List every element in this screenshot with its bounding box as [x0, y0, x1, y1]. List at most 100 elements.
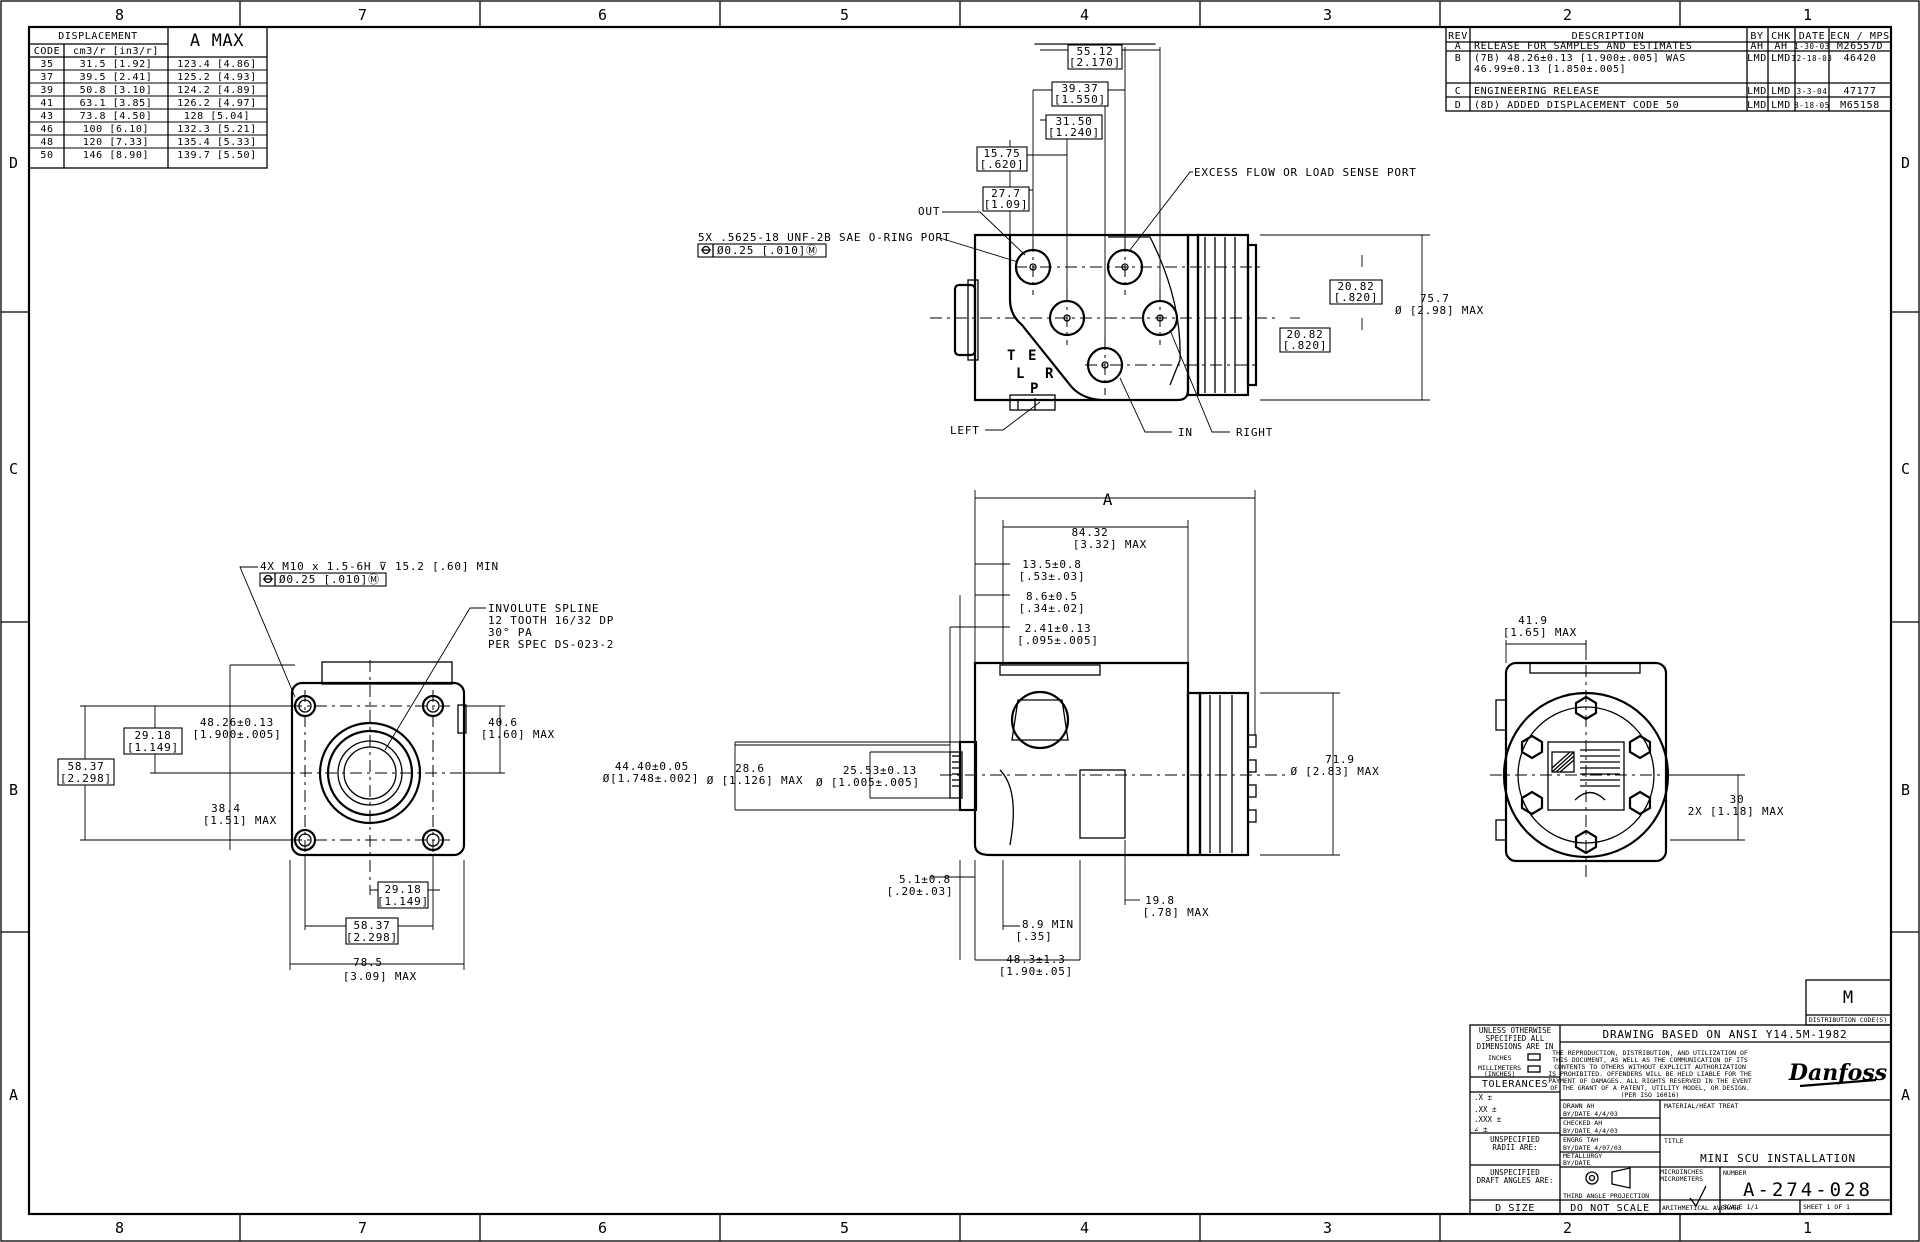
spline-line-1: INVOLUTE SPLINE [488, 602, 599, 615]
rev-chk: LMD [1771, 86, 1791, 97]
unless-3: DIMENSIONS ARE IN [1477, 1042, 1554, 1051]
rev-chk: LMD [1771, 100, 1791, 111]
col-label-6-bottom: 6 [598, 1219, 608, 1237]
dim-15-75-in: [.620] [980, 158, 1025, 171]
displacement-code: 48 [40, 137, 53, 148]
a-max-value: 124.2 [4.89] [177, 85, 256, 96]
dim-20-82-b-in: [.820] [1283, 339, 1328, 352]
dim-39-37-in: [1.550] [1054, 93, 1106, 106]
col-label-3-bottom: 3 [1323, 1219, 1333, 1237]
dim-8-9-in: [.35] [1015, 930, 1052, 943]
checked-date: BY/DATE 4/4/03 [1563, 1127, 1618, 1135]
engrg-date: BY/DATE 4/07/03 [1563, 1144, 1622, 1152]
displacement-code: 41 [40, 98, 53, 109]
row-label-a-right: A [1901, 1086, 1911, 1104]
cm3-header: cm3/r [in3/r] [73, 46, 159, 57]
port-fcf: Ø0.25 [.010]Ⓜ [717, 244, 818, 257]
dim-8-6: 8.6±0.5 [1026, 590, 1078, 603]
displacement-code: 43 [40, 111, 53, 122]
rev-description: RELEASE FOR SAMPLES AND ESTIMATES [1474, 41, 1692, 52]
col-label-5-bottom: 5 [840, 1219, 850, 1237]
right-label: RIGHT [1236, 426, 1273, 439]
rev-description: ENGINEERING RELEASE [1474, 86, 1600, 97]
dim-38-4-in: [1.51] MAX [203, 814, 277, 827]
legal-3: CONTENTS TO OTHERS WITHOUT EXPLICIT AUTH… [1554, 1063, 1746, 1071]
do-not-scale: DO NOT SCALE [1570, 1203, 1649, 1214]
sheet: SHEET 1 OF 1 [1803, 1203, 1850, 1211]
drawing-title: MINI SCU INSTALLATION [1700, 1152, 1856, 1165]
checked-by: CHECKED AH [1563, 1119, 1602, 1127]
legal-4: IS PROHIBITED. OFFENDERS WILL BE HELD LI… [1548, 1070, 1752, 1078]
dim-58-37-v-in: [2.298] [60, 772, 112, 785]
unspec-radii-1: UNSPECIFIED [1490, 1135, 1540, 1144]
dim-41-9: 41.9 [1518, 614, 1548, 627]
ecn-header: ECN / MPS [1830, 31, 1890, 42]
dim-2-41: 2.41±0.13 [1025, 622, 1092, 635]
rev-letter: D [1455, 100, 1462, 111]
spline-line-3: 30° PA [488, 626, 533, 639]
chk-header: CHK [1771, 31, 1791, 42]
millimeters-label: MILLIMETERS [1478, 1064, 1521, 1072]
left-view: 48.26±0.13 [1.900±.005] 29.18 [1.149] 58… [57, 560, 614, 983]
dim-20-82-b: 20.82 [1286, 328, 1323, 341]
legal-1: THE REPRODUCTION, DISTRIBUTION, AND UTIL… [1552, 1049, 1748, 1057]
dim-40-6-in: [1.60] MAX [481, 728, 555, 741]
displacement-table: DISPLACEMENT A MAX CODE cm3/r [in3/r] 35… [28, 26, 268, 169]
danfoss-logo: Danfoss [1788, 1060, 1887, 1086]
col-label-1-bottom: 1 [1803, 1219, 1813, 1237]
dim-84-32-in: [3.32] MAX [1073, 538, 1147, 551]
dim-28-6: 28.6 [735, 762, 765, 775]
displacement-value: 31.5 [1.92] [80, 59, 153, 70]
dim-55-12: 55.12 [1076, 45, 1113, 58]
dim-31-50: 31.50 [1055, 115, 1092, 128]
dim-40-6: 40.6 [488, 716, 518, 729]
displacement-value: 73.8 [4.50] [80, 111, 153, 122]
dim-29-18-v-in: [1.149] [127, 741, 179, 754]
code-header: CODE [34, 46, 60, 57]
col-label-4: 4 [1080, 6, 1090, 24]
excess-flow-label: EXCESS FLOW OR LOAD SENSE PORT [1194, 166, 1417, 179]
legal-6: OF THE GRANT OF A PATENT, UTILITY MODEL,… [1550, 1084, 1750, 1092]
rev-header: REV [1448, 31, 1468, 42]
row-label-c-right: C [1901, 460, 1911, 478]
distribution-label: DISTRIBUTION CODE(S) [1809, 1016, 1887, 1024]
displacement-title: DISPLACEMENT [58, 31, 137, 42]
tol-xxx: .XXX ± [1474, 1115, 1502, 1124]
title-label: TITLE [1664, 1137, 1684, 1145]
tol-x: .X ± [1474, 1093, 1493, 1102]
title-block: M DISTRIBUTION CODE(S) UNLESS OTHERWISE … [1469, 979, 1892, 1215]
displacement-value: 146 [8.90] [83, 150, 149, 161]
displacement-code: 37 [40, 72, 53, 83]
rev-description: (8D) ADDED DISPLACEMENT CODE 50 [1474, 100, 1679, 111]
displacement-code: 46 [40, 124, 53, 135]
rev-by: LMD [1747, 53, 1767, 64]
displacement-code: 35 [40, 59, 53, 70]
rev-by: LMD [1747, 100, 1767, 111]
ansi-note: DRAWING BASED ON ANSI Y14.5M-1982 [1603, 1028, 1848, 1041]
thread-fcf: Ø0.25 [.010]Ⓜ [279, 573, 380, 586]
dim-25-53-in: Ø [1.005±.005] [816, 776, 920, 789]
rev-ecn: M65158 [1840, 100, 1880, 111]
dim-84-32: 84.32 [1071, 526, 1108, 539]
dim-2-41-in: [.095±.005] [1017, 634, 1099, 647]
dim-15-75: 15.75 [983, 147, 1020, 160]
col-label-2: 2 [1563, 6, 1573, 24]
row-label-a: A [9, 1086, 19, 1104]
right-view: 41.9 [1.65] MAX 30 2X [1.18] MAX [1490, 614, 1783, 880]
rev-ecn: M26557D [1837, 41, 1883, 52]
number-label: NUMBER [1723, 1169, 1747, 1177]
dim-58-37-h-in: [2.298] [346, 931, 398, 944]
displacement-value: 120 [7.33] [83, 137, 149, 148]
spline-line-2: 12 TOOTH 16/32 DP [488, 614, 614, 627]
port-letter-p: P [1030, 381, 1038, 397]
dim-48-26: 48.26±0.13 [200, 716, 274, 729]
micro-inches: MICROINCHES [1660, 1168, 1703, 1176]
front-view: A 84.32 [3.32] MAX 13.5±0.8 [.53±.03] 8.… [603, 490, 1379, 978]
micro-meters: MICROMETERS [1660, 1175, 1703, 1183]
dim-20-82-a: 20.82 [1337, 280, 1374, 293]
a-max-header: A MAX [190, 31, 244, 51]
dim-30: 30 [1730, 793, 1745, 806]
unspec-draft-1: UNSPECIFIED [1490, 1168, 1540, 1177]
